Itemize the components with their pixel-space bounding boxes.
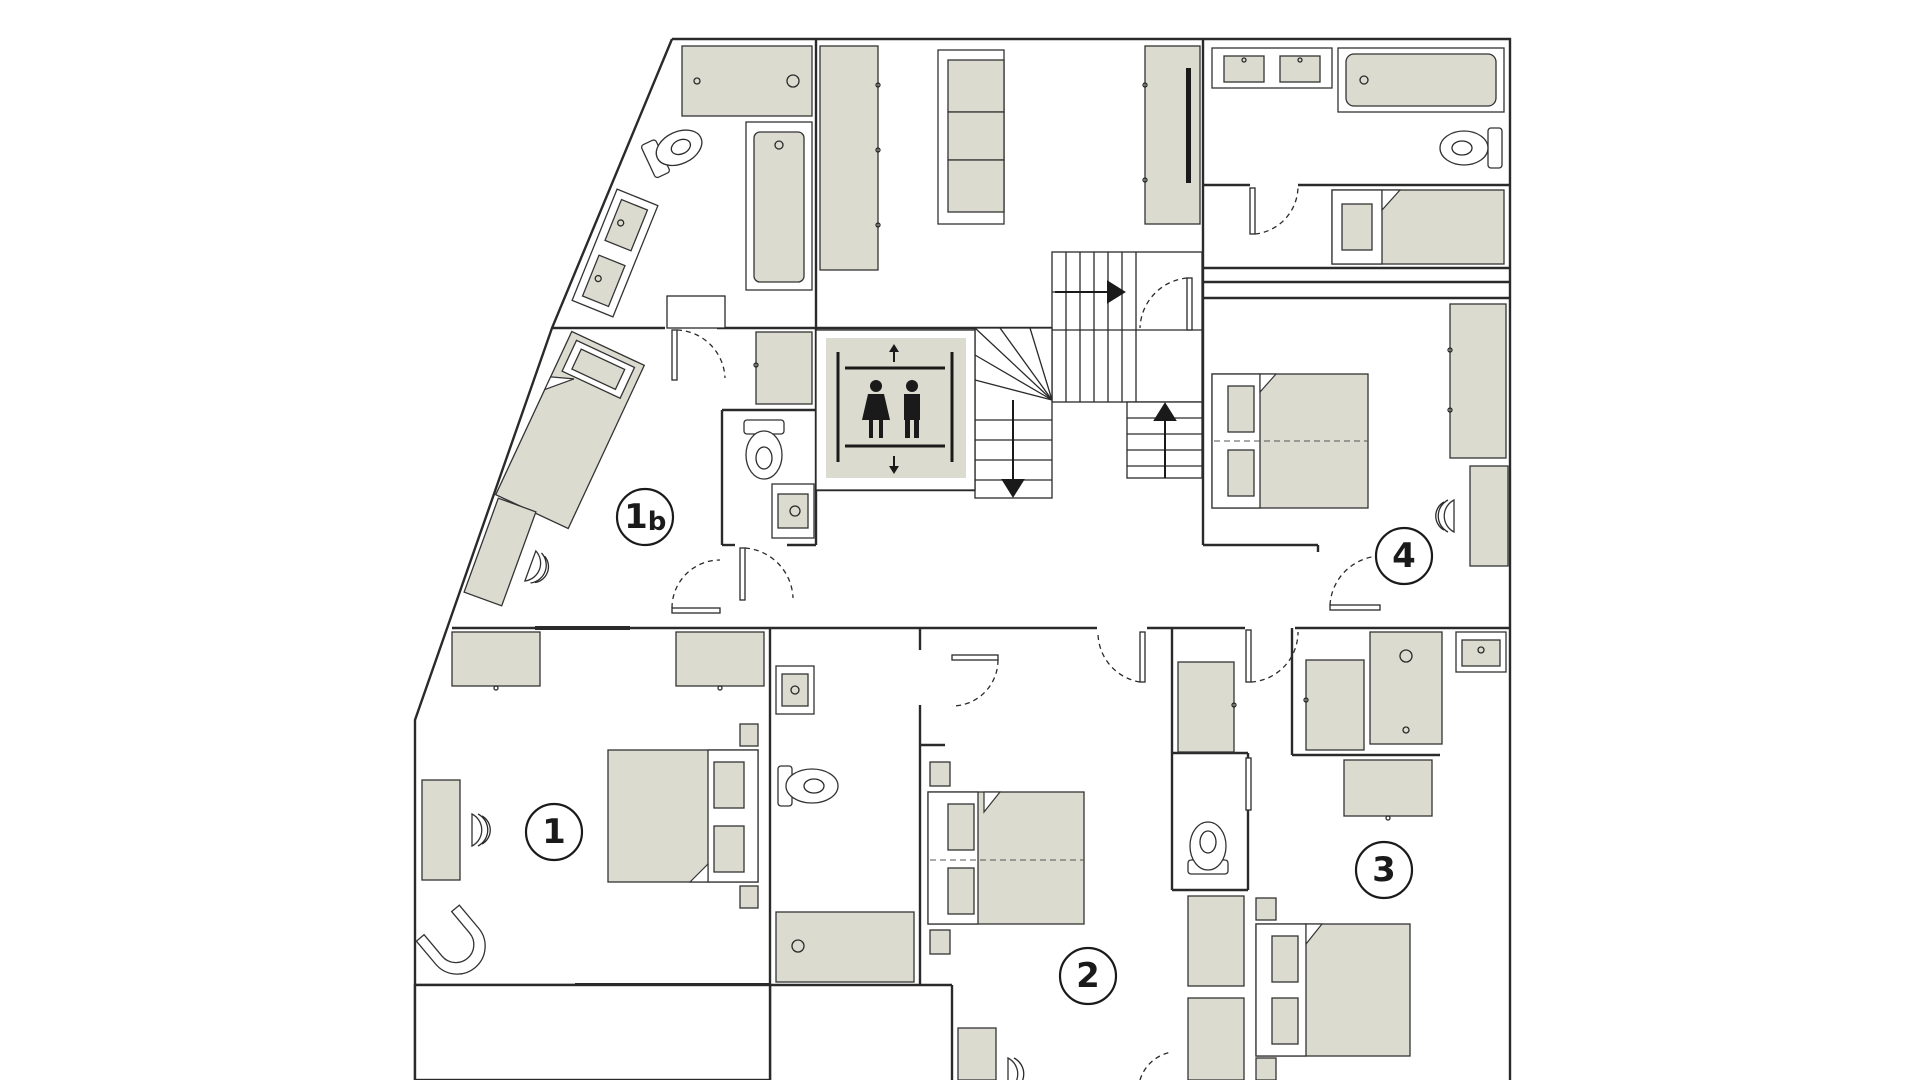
bathtub-icon [775, 911, 915, 983]
bed-icon [1255, 923, 1411, 1057]
room-3 [1177, 629, 1507, 1080]
bed-icon [927, 791, 1085, 925]
desk-chair-icon [463, 497, 537, 607]
svg-text:2: 2 [1076, 956, 1100, 996]
room-1 [415, 723, 770, 987]
bathroom-top-right [1211, 47, 1505, 265]
desk-chair-icon [421, 779, 461, 881]
svg-text:b: b [648, 507, 667, 537]
chair [1007, 1056, 1025, 1080]
room-badge-1b: 1 b [615, 487, 675, 547]
desk-chair-icon [1469, 465, 1509, 567]
bathroom-2 [775, 654, 999, 983]
bed-icon [494, 330, 646, 530]
sink-icon [1455, 631, 1507, 673]
wardrobe [1449, 303, 1507, 459]
bed-icon [607, 749, 759, 883]
room-4-number: 4 [1392, 536, 1416, 576]
sink-icon [571, 188, 659, 318]
toilet-icon [777, 765, 839, 807]
bathroom-top-left [571, 45, 813, 381]
tv-cabinet [1144, 45, 1201, 225]
room-1-number: 1 [542, 812, 566, 852]
bed-icon [1331, 189, 1505, 265]
interior-walls [415, 39, 1510, 1080]
bathtub-icon [681, 45, 813, 117]
toilet-icon [1187, 821, 1229, 875]
svg-text:3: 3 [1372, 850, 1396, 890]
room-badge-1: 1 [524, 802, 584, 862]
outer-walls [413, 37, 1512, 1080]
sofa [937, 49, 1005, 225]
toilet-icon [1439, 127, 1503, 169]
room-badge-3: 3 [1354, 840, 1414, 900]
balcony [413, 983, 772, 1080]
sink-icon [775, 665, 815, 715]
room-1b [451, 330, 815, 691]
chair [471, 812, 491, 848]
svg-text:1: 1 [542, 812, 566, 852]
desk-chair-icon [957, 1027, 997, 1080]
bed-icon [1211, 373, 1369, 509]
chair [1435, 498, 1455, 534]
room-badge-4: 4 [1374, 526, 1434, 586]
wardrobe [819, 45, 879, 271]
svg-text:4: 4 [1392, 536, 1416, 576]
sink-icon [771, 483, 815, 539]
cabinet [666, 295, 726, 329]
shower [1369, 631, 1443, 745]
toilet-icon [743, 419, 785, 480]
armchair [415, 904, 486, 975]
top-hall [819, 45, 1201, 271]
room-1b-number: 1 [624, 497, 648, 537]
room-badge-2: 2 [1058, 946, 1118, 1006]
stairs-icon [974, 251, 1203, 499]
elevator-icon [815, 329, 976, 491]
room-1b-suffix: b [648, 507, 667, 537]
room-2-number: 2 [1076, 956, 1100, 996]
svg-text:1: 1 [624, 497, 648, 537]
room-2 [927, 631, 1173, 1080]
room-4 [1211, 303, 1509, 611]
chair [523, 549, 550, 584]
room-3-number: 3 [1372, 850, 1396, 890]
toilet-icon [640, 129, 703, 179]
